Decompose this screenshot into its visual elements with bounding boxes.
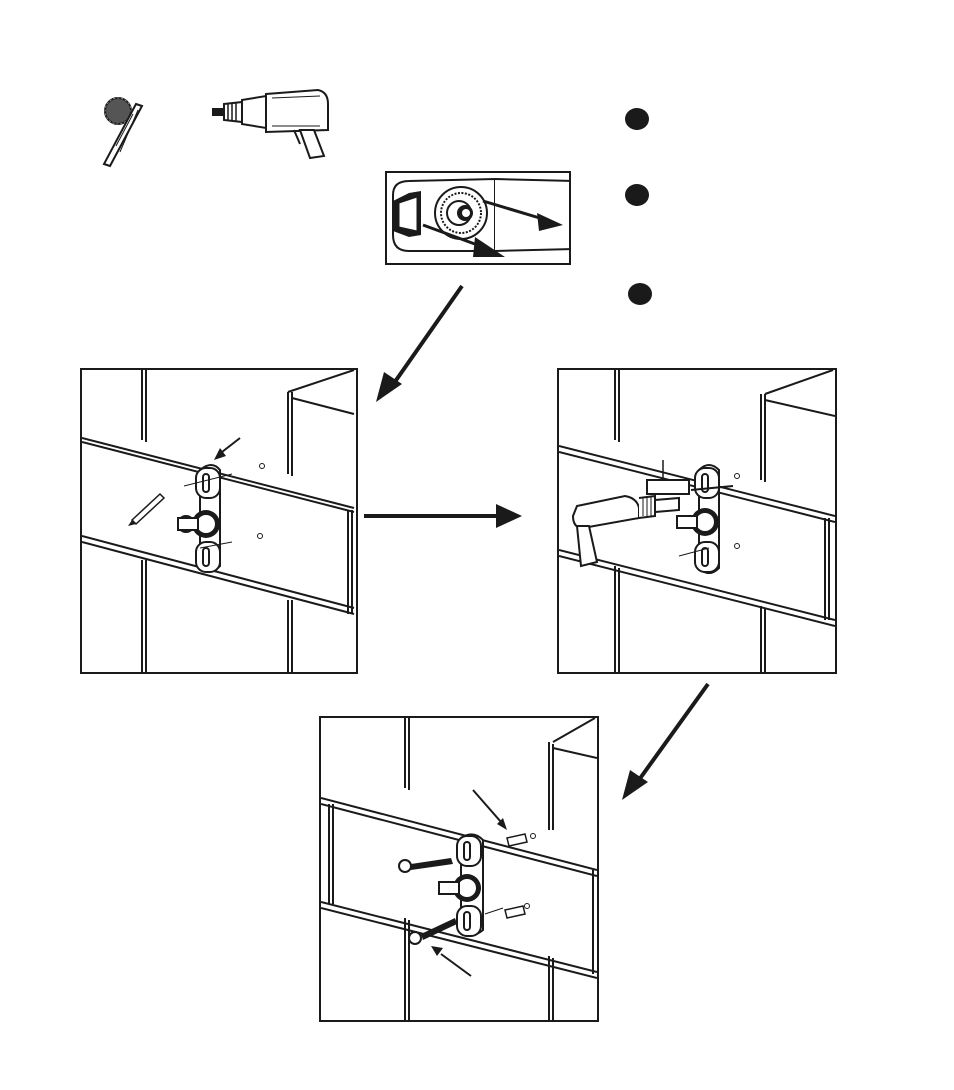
step-1-marker-icon bbox=[625, 108, 649, 130]
masonry-drill-bit-icon bbox=[96, 96, 156, 176]
step-3-marker-icon bbox=[628, 283, 652, 305]
drill-holes-panel bbox=[557, 368, 837, 674]
power-drill-icon bbox=[210, 86, 350, 166]
mark-holes-panel bbox=[80, 368, 358, 674]
screw-bracket-panel bbox=[319, 716, 599, 1022]
remove-cover-detail bbox=[385, 171, 571, 265]
step-2-marker-icon bbox=[625, 184, 649, 206]
